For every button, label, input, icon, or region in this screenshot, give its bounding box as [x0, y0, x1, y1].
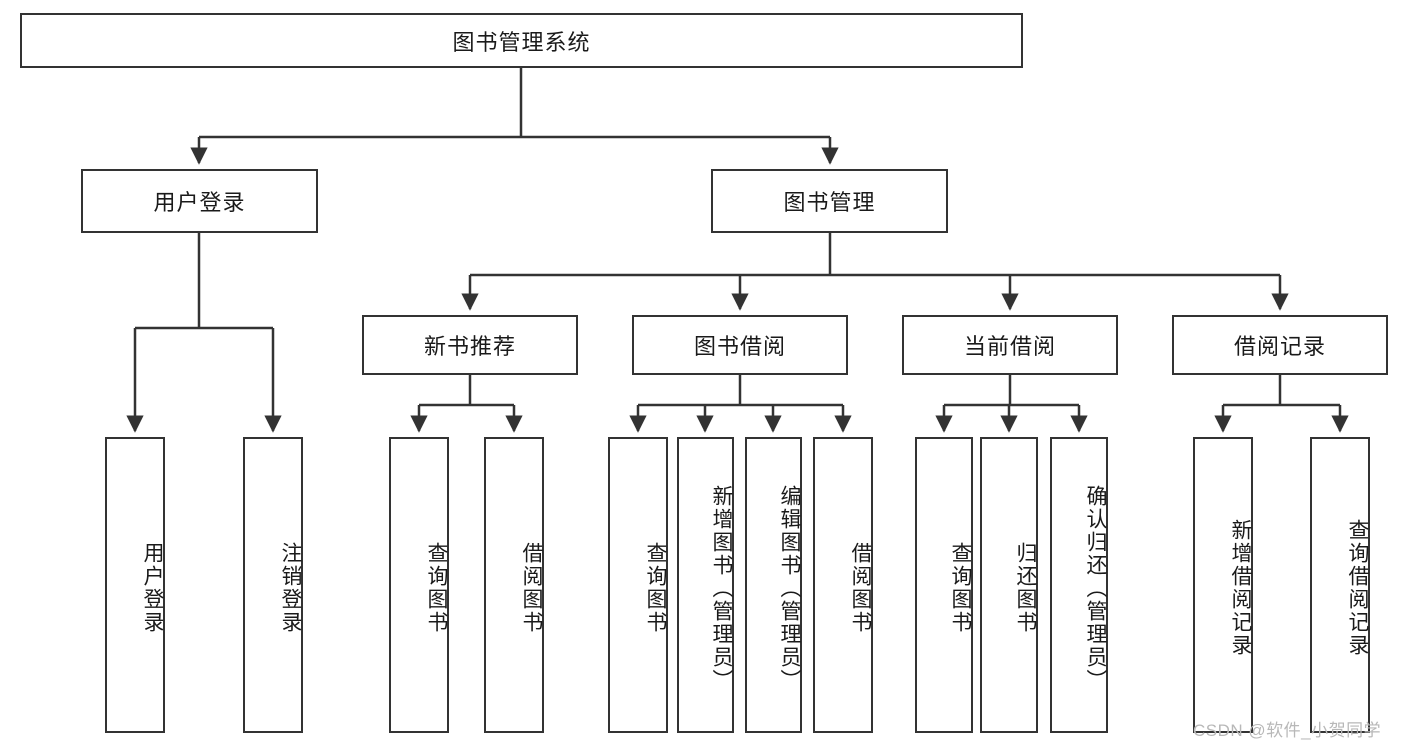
- node-leaf-add-book[interactable]: 新增图书（管理员）: [677, 437, 734, 733]
- node-current-borrow-label: 当前借阅: [963, 334, 1056, 359]
- node-leaf-user-login-label: 用户登录: [141, 542, 164, 634]
- node-leaf-query-book-1-label: 查询图书: [425, 542, 448, 634]
- node-leaf-query-book-3-label: 查询图书: [949, 542, 972, 634]
- node-current-borrow[interactable]: 当前借阅: [902, 315, 1118, 375]
- node-borrow-record[interactable]: 借阅记录: [1172, 315, 1388, 375]
- node-leaf-borrow-book-1[interactable]: 借阅图书: [484, 437, 544, 733]
- node-leaf-borrow-book-2[interactable]: 借阅图书: [813, 437, 873, 733]
- csdn-watermark: CSDN @软件_小贺同学: [1193, 721, 1382, 740]
- node-leaf-query-book-1[interactable]: 查询图书: [389, 437, 449, 733]
- node-leaf-user-login[interactable]: 用户登录: [105, 437, 165, 733]
- node-book-borrow-label: 图书借阅: [693, 334, 786, 359]
- node-leaf-query-record[interactable]: 查询借阅记录: [1310, 437, 1370, 733]
- node-leaf-query-book-2-label: 查询图书: [644, 542, 667, 634]
- node-leaf-add-book-label: 新增图书（管理员）: [710, 484, 733, 692]
- node-leaf-confirm-return[interactable]: 确认归还（管理员）: [1050, 437, 1108, 733]
- node-leaf-add-record-label: 新增借阅记录: [1229, 519, 1252, 657]
- node-root[interactable]: 图书管理系统: [20, 13, 1023, 68]
- node-leaf-edit-book[interactable]: 编辑图书（管理员）: [745, 437, 802, 733]
- node-book-manage[interactable]: 图书管理: [711, 169, 948, 233]
- node-new-book-recommend-label: 新书推荐: [423, 334, 516, 359]
- node-borrow-record-label: 借阅记录: [1233, 334, 1326, 359]
- node-leaf-confirm-return-label: 确认归还（管理员）: [1084, 484, 1107, 692]
- node-user-login[interactable]: 用户登录: [81, 169, 318, 233]
- node-new-book-recommend[interactable]: 新书推荐: [362, 315, 578, 375]
- node-leaf-query-book-2[interactable]: 查询图书: [608, 437, 668, 733]
- node-leaf-add-record[interactable]: 新增借阅记录: [1193, 437, 1253, 733]
- node-leaf-return-book[interactable]: 归还图书: [980, 437, 1038, 733]
- node-leaf-query-book-3[interactable]: 查询图书: [915, 437, 973, 733]
- node-leaf-logout[interactable]: 注销登录: [243, 437, 303, 733]
- node-leaf-edit-book-label: 编辑图书（管理员）: [778, 484, 801, 692]
- node-book-manage-label: 图书管理: [783, 190, 876, 215]
- node-user-login-label: 用户登录: [153, 190, 246, 215]
- node-leaf-return-book-label: 归还图书: [1014, 542, 1037, 634]
- node-leaf-query-record-label: 查询借阅记录: [1346, 519, 1369, 657]
- node-leaf-borrow-book-2-label: 借阅图书: [849, 542, 872, 634]
- node-book-borrow[interactable]: 图书借阅: [632, 315, 848, 375]
- node-leaf-borrow-book-1-label: 借阅图书: [520, 542, 543, 634]
- node-root-label: 图书管理系统: [452, 29, 591, 55]
- node-leaf-logout-label: 注销登录: [279, 542, 302, 634]
